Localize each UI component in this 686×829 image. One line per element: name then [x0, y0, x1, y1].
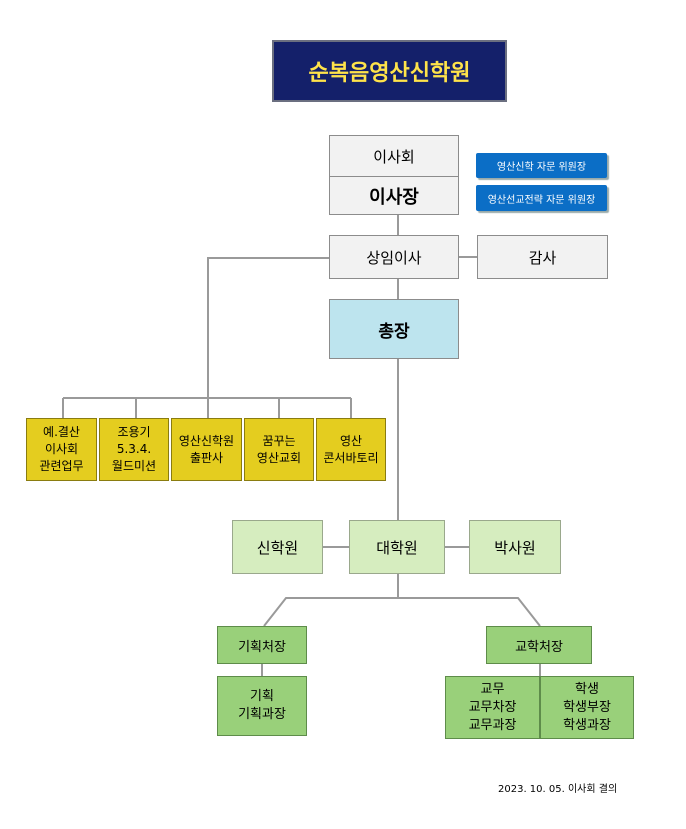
affiliate-line: 콘서바토리	[323, 450, 379, 465]
affiliate-line: 출판사	[189, 450, 224, 465]
advisor-mission-box: 영산선교전략 자문 위원장	[476, 185, 607, 211]
affiliate-line: 꿈꾸는	[262, 433, 296, 448]
affiliate-worldmission-box: 조용기 5.3.4. 월드미션	[99, 418, 169, 481]
president-box: 총장	[329, 299, 459, 359]
student-affairs-box: 학생 학생부장 학생과장	[540, 676, 634, 739]
planning-line: 기획	[250, 689, 274, 704]
affiliate-line: 월드미션	[111, 459, 157, 473]
affiliate-budget-box: 예.결산 이사회 관련업무	[26, 418, 97, 481]
student-line: 학생	[575, 681, 599, 697]
org-title: 순복음영산신학원	[272, 40, 507, 102]
planning-sub-box: 기획 기획과장	[217, 676, 307, 736]
standing-director-box: 상임이사	[329, 235, 459, 279]
academic-line: 교무	[480, 681, 505, 697]
affiliate-line: 영산교회	[256, 450, 302, 465]
academic-affairs-box: 교무 교무차장 교무과장	[445, 676, 540, 739]
seminary-box: 신학원	[232, 520, 323, 574]
auditor-box: 감사	[477, 235, 608, 279]
affiliate-line: 관련업무	[39, 459, 84, 473]
academic-line: 교무차장	[468, 699, 517, 715]
student-line: 학생부장	[563, 699, 611, 715]
affiliate-line: 조용기	[117, 425, 151, 439]
academic-line: 교무과장	[468, 717, 517, 733]
planning-head-box: 기획처장	[217, 626, 307, 664]
affiliate-line: 5.3.4.	[116, 442, 152, 456]
affiliate-line: 이사회	[44, 442, 79, 456]
doctoral-school-box: 박사원	[469, 520, 561, 574]
affiliate-conservatory-box: 영산 콘서바토리	[316, 418, 386, 481]
student-line: 학생과장	[563, 717, 611, 733]
affiliate-line: 예.결산	[43, 425, 80, 439]
planning-line: 기획과장	[238, 707, 286, 722]
affiliate-line: 영산	[339, 433, 363, 448]
graduate-school-box: 대학원	[349, 520, 445, 574]
affiliate-line: 영산신학원	[178, 433, 235, 448]
board-box: 이사회	[329, 135, 459, 177]
affiliate-church-box: 꿈꾸는 영산교회	[244, 418, 314, 481]
academic-head-box: 교학처장	[486, 626, 592, 664]
resolution-date: 2023. 10. 05. 이사회 결의	[498, 784, 618, 795]
advisor-theology-box: 영산신학 자문 위원장	[476, 153, 607, 178]
board-chair-box: 이사장	[329, 176, 459, 215]
affiliate-publisher-box: 영산신학원 출판사	[171, 418, 242, 481]
